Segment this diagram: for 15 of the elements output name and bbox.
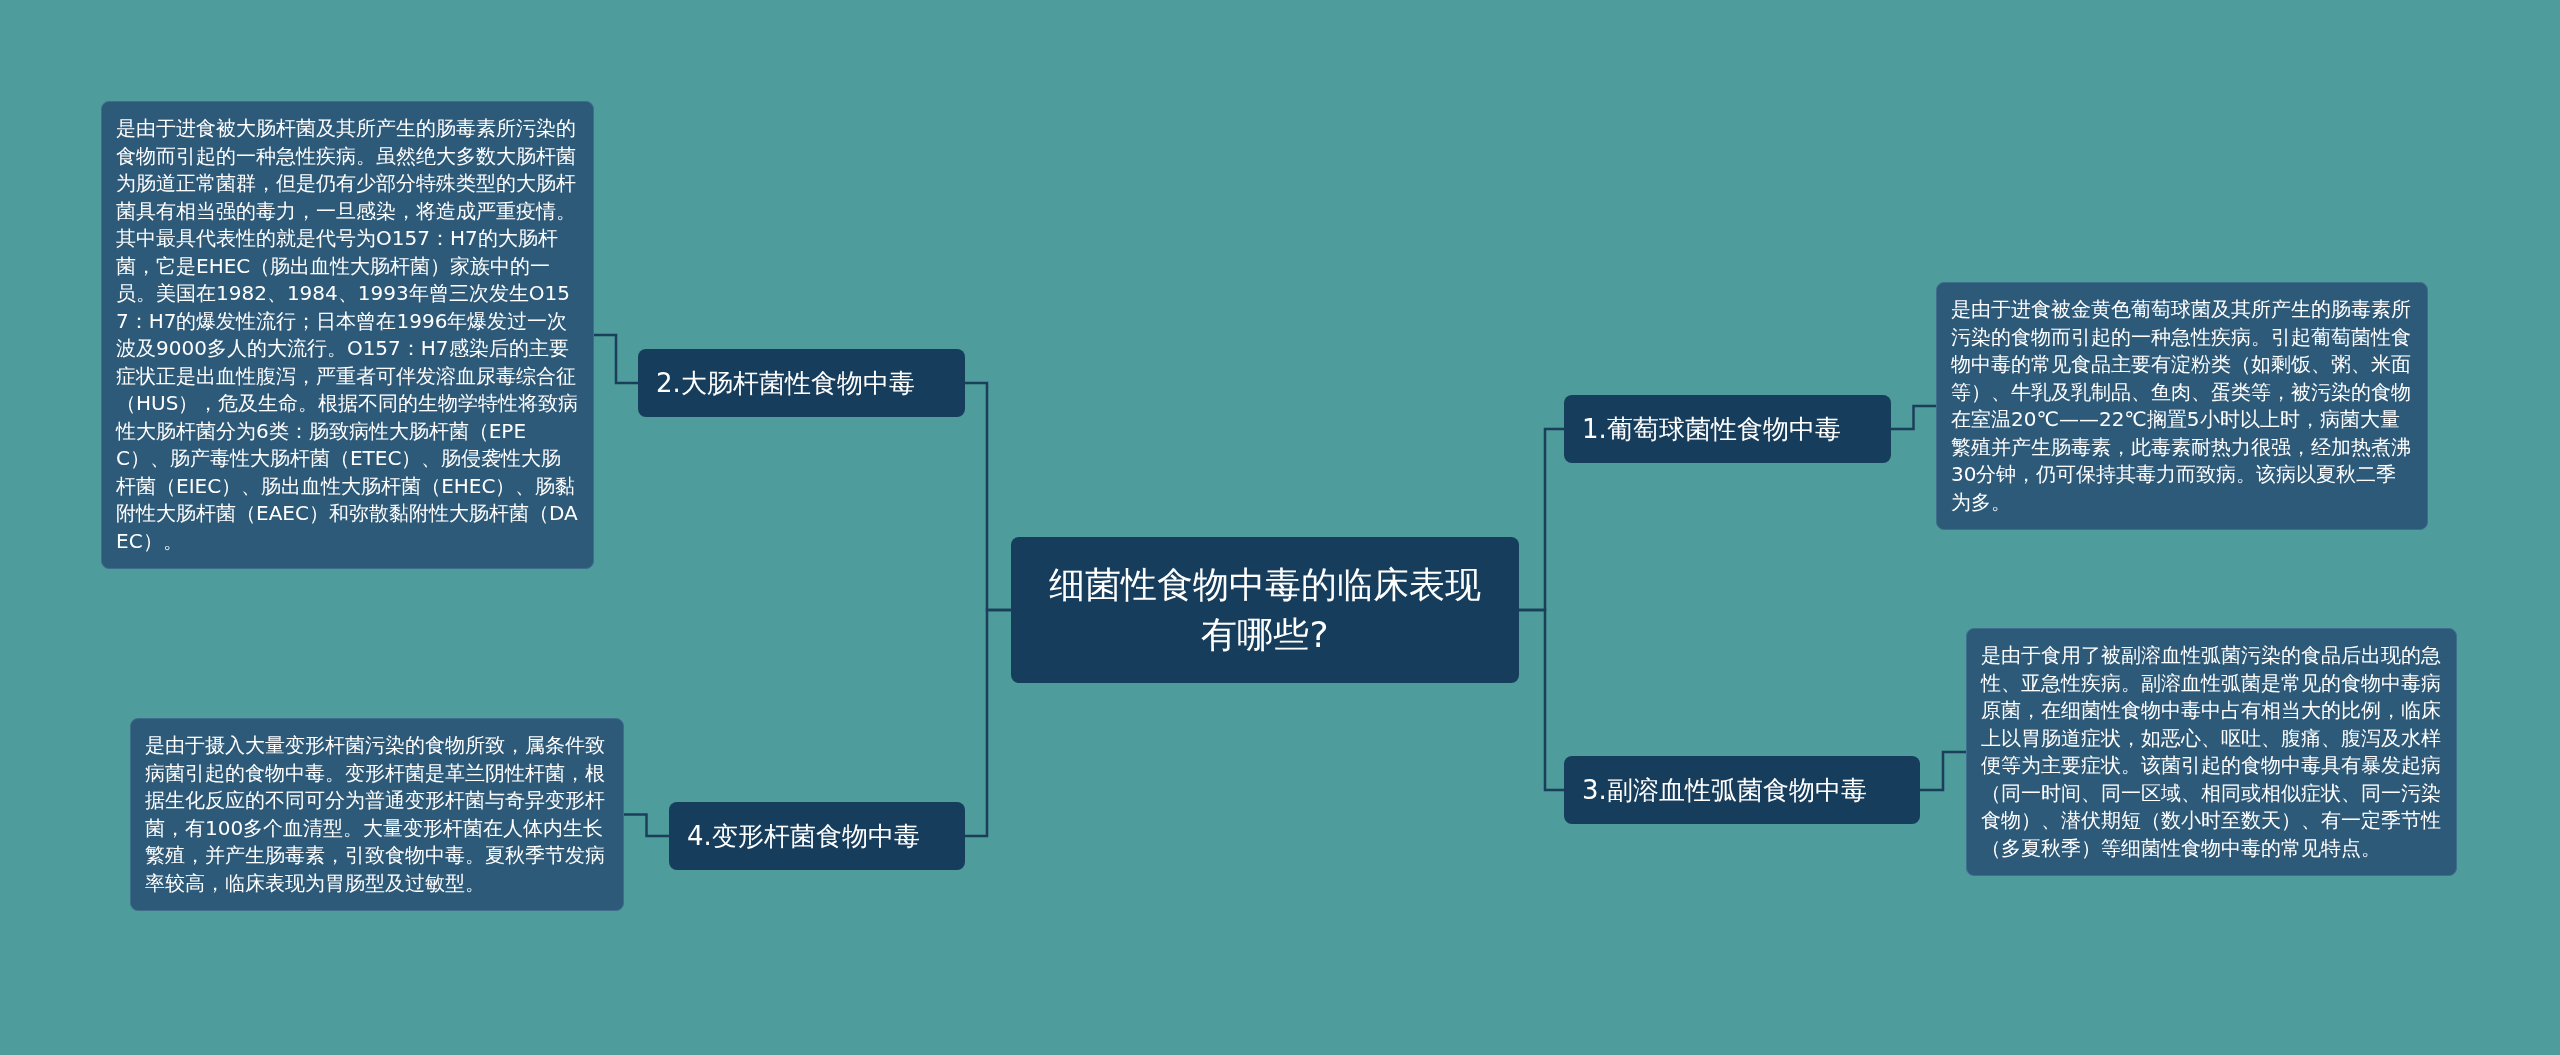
connector-line <box>594 333 638 385</box>
connector-line <box>965 608 1011 838</box>
topic-box: 4.变形杆菌食物中毒 <box>669 802 965 870</box>
description-box: 是由于进食被金黄色葡萄球菌及其所产生的肠毒素所污染的食物而引起的一种急性疾病。引起葡萄菌性食物中毒的常见食品主要有淀粉类（如剩饭、粥、米面等）、牛乳及乳制品、鱼肉、蛋类等，被污染的食物在室温20℃——22℃搁置5小时以上时，病菌大量繁殖并产生肠毒素，此毒素耐热力很强，经加热煮沸30分钟，仍可保持其毒力而致病。该病以夏秋二季为多。 <box>1936 282 2428 530</box>
description-box: 是由于摄入大量变形杆菌污染的食物所致，属条件致病菌引起的食物中毒。变形杆菌是革兰阴性杆菌，根据生化反应的不同可分为普通变形杆菌与奇异变形杆菌，有100多个血清型。大量变形杆菌在人体内生长繁殖，并产生肠毒素，引致食物中毒。夏秋季节发病率较高，临床表现为胃肠型及过敏型。 <box>130 718 624 911</box>
central-topic-box: 细菌性食物中毒的临床表现有哪些? <box>1011 537 1519 683</box>
description-box: 是由于食用了被副溶血性弧菌污染的食品后出现的急性、亚急性疾病。副溶血性弧菌是常见的食物中毒病原菌，在细菌性食物中毒中占有相当大的比例，临床上以胃肠道症状，如恶心、呕吐、腹痛、腹泻及水样便等为主要症状。该菌引起的食物中毒具有暴发起病（同一时间、同一区域、相同或相似症状、同一污染食物）、潜伏期短（数小时至数天）、有一定季节性（多夏秋季）等细菌性食物中毒的常见特点。 <box>1966 628 2457 876</box>
connector-line <box>1519 608 1564 792</box>
description-box: 是由于进食被大肠杆菌及其所产生的肠毒素所污染的食物而引起的一种急性疾病。虽然绝大多数大肠杆菌为肠道正常菌群，但是仍有少部分特殊类型的大肠杆菌具有相当强的毒力，一旦感染，将造成严重疫情。其中最具代表性的就是代号为O157：H7的大肠杆菌，它是EHEC（肠出血性大肠杆菌）家族中的一员。美国在1982、1984、1993年曾三次发生O157：H7的爆发性流行；日本曾在1996年爆发过一次波及9000多人的大流行。O157：H7感染后的主要症状正是出血性腹泻，严重者可伴发溶血尿毒综合征（HUS），危及生命。根据不同的生物学特性将致病性大肠杆菌分为6类：肠致病性大肠杆菌（EPEC）、肠产毒性大肠杆菌（ETEC）、肠侵袭性大肠杆菌（EIEC）、肠出血性大肠杆菌（EHEC）、肠黏附性大肠杆菌（EAEC）和弥散黏附性大肠杆菌（DAEC）。 <box>101 101 594 569</box>
connector-line <box>624 813 669 838</box>
topic-box: 1.葡萄球菌性食物中毒 <box>1564 395 1891 463</box>
connector-line <box>1920 750 1966 792</box>
topic-box: 2.大肠杆菌性食物中毒 <box>638 349 965 417</box>
connector-line <box>1891 404 1936 431</box>
topic-box: 3.副溶血性弧菌食物中毒 <box>1564 756 1920 824</box>
